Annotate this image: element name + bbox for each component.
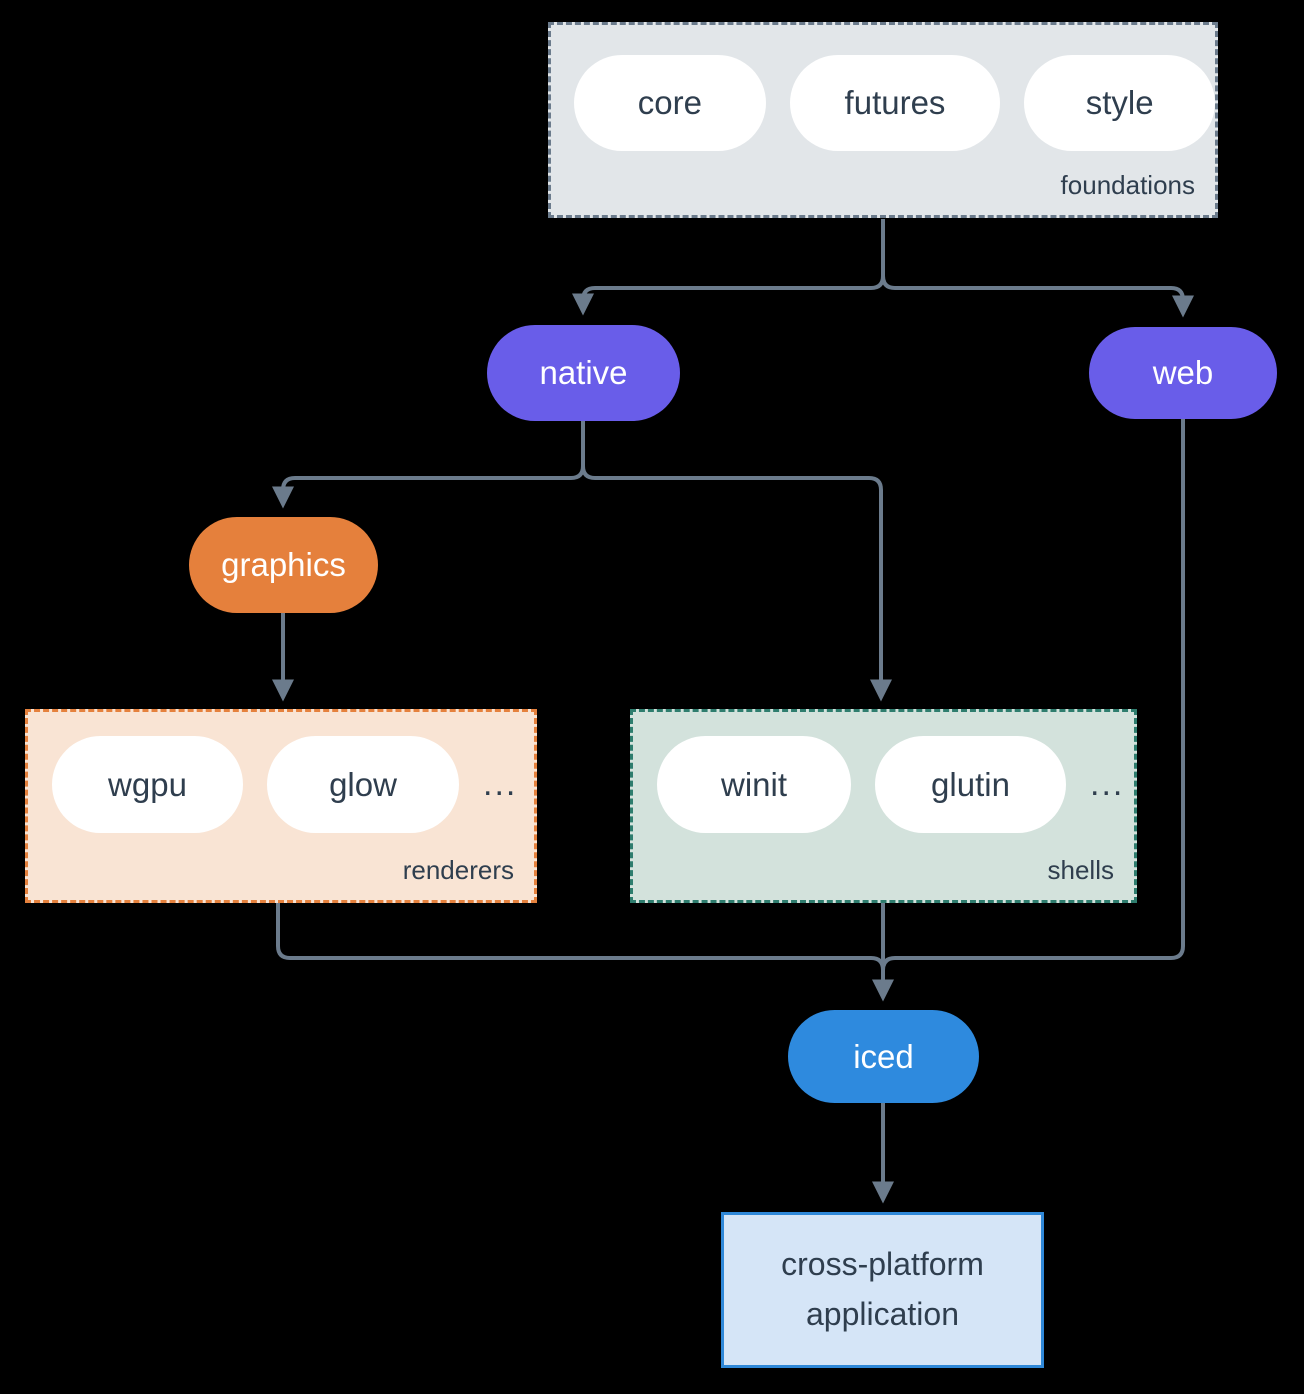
foundations-pill-row: core futures style	[551, 25, 1215, 151]
node-web-label: web	[1152, 354, 1214, 391]
crate-core: core	[574, 55, 766, 151]
application-box: cross-platform application	[721, 1212, 1044, 1368]
node-native: native	[487, 325, 680, 421]
crate-style-label: style	[1085, 84, 1154, 121]
shells-pill-row: winit glutin ...	[633, 712, 1134, 833]
crate-glutin-label: glutin	[931, 765, 1010, 803]
edge-foundations-web	[881, 219, 1194, 318]
crate-futures-label: futures	[844, 84, 946, 121]
crate-wgpu: wgpu	[52, 736, 243, 833]
renderers-group-label: renderers	[402, 855, 514, 885]
shells-group: winit glutin ... shells	[630, 709, 1137, 903]
foundations-group: core futures style foundations	[548, 22, 1218, 218]
foundations-group-label: foundations	[1060, 170, 1195, 200]
crate-style: style	[1024, 55, 1215, 151]
renderers-pill-row: wgpu glow ...	[28, 712, 534, 833]
edge-foundations-native	[572, 219, 885, 316]
shells-ellipsis: ...	[1090, 765, 1125, 803]
application-box-label: cross-platform application	[781, 1246, 984, 1332]
renderers-group: wgpu glow ... renderers	[25, 709, 537, 903]
edge-renderers-merge	[276, 903, 885, 971]
node-iced: iced	[788, 1010, 979, 1103]
renderers-ellipsis: ...	[483, 765, 518, 803]
crate-glow: glow	[267, 736, 459, 833]
node-graphics: graphics	[189, 517, 378, 613]
crate-wgpu-label: wgpu	[108, 765, 187, 803]
crate-winit: winit	[657, 736, 851, 833]
crate-glow-label: glow	[329, 765, 397, 803]
edge-native-graphics	[272, 420, 585, 509]
crate-core-label: core	[637, 84, 702, 121]
edge-native-shells	[581, 420, 892, 702]
node-native-label: native	[539, 354, 628, 391]
node-web: web	[1089, 327, 1277, 419]
node-graphics-label: graphics	[221, 546, 346, 583]
shells-group-label: shells	[1047, 855, 1114, 885]
crate-futures: futures	[789, 55, 1001, 151]
crate-winit-label: winit	[720, 765, 788, 803]
node-iced-label: iced	[853, 1037, 914, 1075]
crate-glutin: glutin	[875, 736, 1066, 833]
